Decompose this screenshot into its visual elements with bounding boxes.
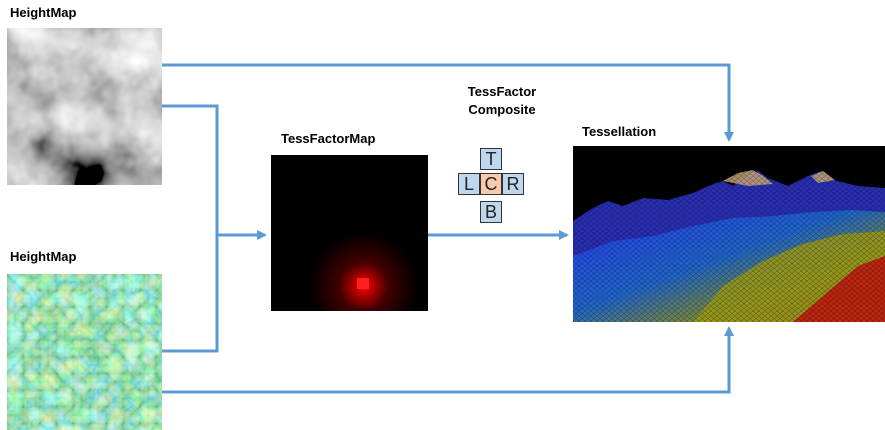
composite-cell-left: L [458, 173, 480, 195]
tessfactormap-image [271, 155, 428, 311]
composite-cell-center: C [480, 173, 502, 195]
arrow-heightmap-to-tessfactormap-top [162, 104, 219, 235]
heightmap-grayscale-image [7, 28, 162, 185]
tessellation-label: Tessellation [582, 124, 657, 139]
heightmap-color-image [7, 274, 162, 430]
composite-title: TessFactor Composite [442, 83, 562, 119]
tessfactormap-label: TessFactorMap [281, 131, 376, 146]
arrow-heightmap-to-tessfactormap-bottom [162, 235, 219, 353]
composite-cell-bottom: B [480, 201, 502, 223]
tessellation-image [573, 146, 885, 322]
heightmap-top-label: HeightMap [10, 5, 77, 20]
arrow-heightmap-to-tessellation-top [162, 63, 734, 142]
composite-title-line2: Composite [468, 102, 536, 117]
composite-title-line1: TessFactor [467, 84, 537, 99]
arrow-heightmap-to-tessellation-bottom [162, 326, 734, 394]
tessfactor-hotspot [357, 278, 369, 289]
composite-cell-right: R [502, 173, 524, 195]
heightmap-bottom-label: HeightMap [10, 249, 77, 264]
composite-cell-top: T [480, 148, 502, 170]
